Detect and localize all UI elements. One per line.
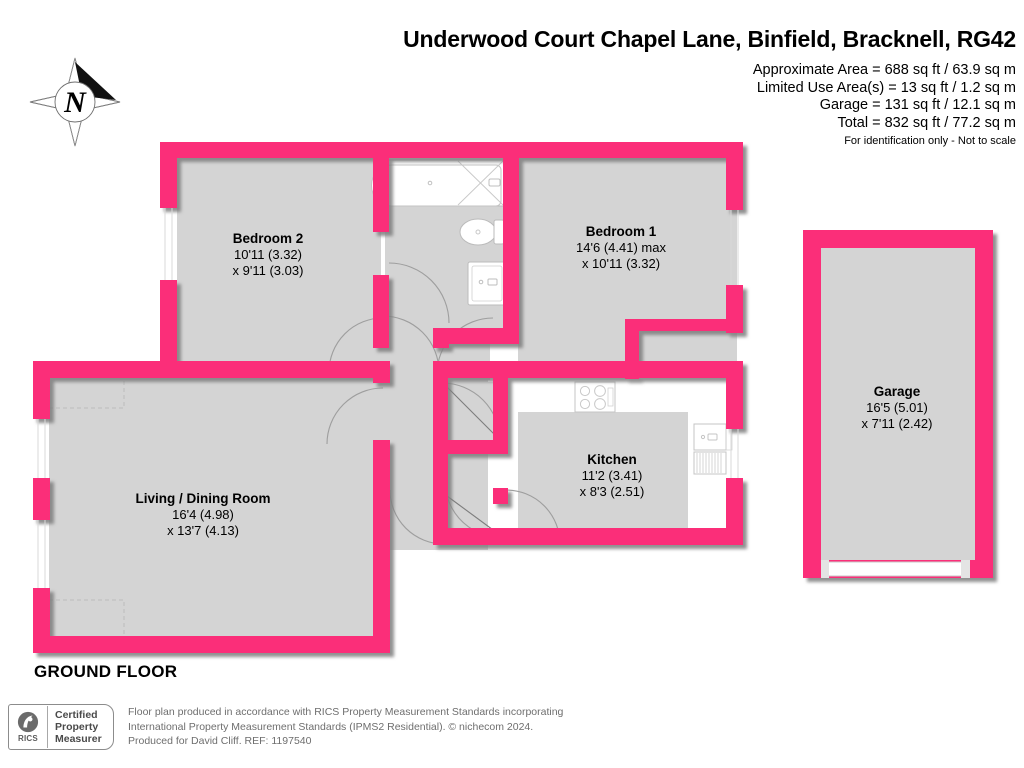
walls — [33, 142, 743, 653]
door-swing-cupboard-upper — [442, 382, 501, 441]
garage-block: Garage 16'5 (5.01) x 7'11 (2.42) — [803, 230, 993, 578]
kitchen-dim-1: 11'2 (3.41) — [582, 468, 643, 483]
wall-top-left — [160, 142, 393, 158]
compass-rose-icon: N — [29, 57, 121, 147]
wall-bottom-living — [33, 636, 390, 653]
living-dim-2: x 13'7 (4.13) — [167, 523, 239, 538]
footer-note-line-1: Floor plan produced in accordance with R… — [128, 706, 564, 718]
wall-left-living-a — [33, 361, 50, 419]
window-glazing — [37, 208, 739, 588]
bedroom2-label: Bedroom 2 — [233, 231, 304, 246]
garage-dim-1: 16'5 (5.01) — [866, 400, 928, 415]
door-swing-bathroom — [388, 262, 450, 324]
wall-cupboard-bottom — [448, 440, 508, 454]
wall-bottom-kitchen — [433, 528, 743, 545]
garage-labels: Garage 16'5 (5.01) x 7'11 (2.42) — [862, 384, 933, 431]
wall-bath-bottom — [433, 328, 519, 344]
room-labels: Bedroom 2 10'11 (3.32) x 9'11 (3.03) Bed… — [136, 224, 667, 538]
door-swing-living — [326, 387, 384, 445]
living-floor — [49, 378, 381, 636]
rics-badge-line-3: Measurer — [55, 733, 102, 745]
bedroom1-dim-1: 14'6 (4.41) max — [576, 240, 666, 255]
wall-bed1-bottom-a — [433, 361, 523, 378]
wall-bed2-right-b — [373, 275, 389, 329]
bathroom-fixtures — [371, 159, 507, 306]
toilet-icon — [459, 218, 505, 246]
garage-door-jamb-right — [961, 560, 970, 578]
main-dwelling: Bedroom 2 10'11 (3.32) x 9'11 (3.03) Bed… — [33, 142, 743, 653]
washbasin-icon — [467, 261, 507, 306]
approximate-area-line: Approximate Area = 688 sq ft / 63.9 sq m — [752, 62, 1016, 78]
wall-left-bed2-b — [160, 280, 177, 372]
wall-hall-right — [433, 378, 448, 453]
wall-living-right — [373, 440, 390, 653]
wall-bed1-left — [503, 158, 519, 308]
wall-cupboard-left-lower — [433, 440, 448, 502]
floor-plan-drawing: Bedroom 2 10'11 (3.32) x 9'11 (3.03) Bed… — [33, 142, 993, 653]
bathtub-icon — [371, 159, 505, 207]
wall-top-right — [505, 142, 743, 158]
wall-bed1-bottom-c — [625, 361, 743, 378]
rics-logo-icon: RICS — [9, 706, 48, 748]
kitchen-fixtures — [574, 381, 733, 475]
wall-right-kitchen-a — [726, 361, 743, 429]
total-area-line: Total = 832 sq ft / 77.2 sq m — [837, 114, 1016, 131]
garage-area-line: Garage = 131 sq ft / 12.1 sq m — [819, 97, 1016, 113]
cooker-hob-icon — [574, 381, 616, 413]
page-title: Underwood Court Chapel Lane, Binfield, B… — [403, 26, 1016, 52]
footer-note-line-3: Produced for David Cliff. REF: 1197540 — [128, 735, 312, 747]
kitchen-label: Kitchen — [587, 452, 637, 467]
living-room-alcove-hints — [49, 380, 125, 636]
rics-emblem-icon — [17, 711, 39, 733]
bedroom1-dim-2: x 10'11 (3.32) — [582, 256, 660, 271]
rics-badge-text: Certified Property Measurer — [48, 709, 102, 745]
scale-disclaimer: For identification only - Not to scale — [844, 135, 1016, 147]
bedroom2-dim-2: x 9'11 (3.03) — [233, 263, 304, 278]
garage-floor — [821, 248, 975, 560]
footer-disclaimer: Floor plan produced in accordance with R… — [128, 705, 563, 749]
wall-cupboard-right — [493, 378, 508, 453]
wall-hall-left — [177, 361, 373, 378]
garage-door — [827, 561, 969, 577]
rics-wordmark: RICS — [18, 734, 38, 743]
footer-note-line-2: International Property Measurement Stand… — [128, 720, 534, 733]
wall-living-top — [33, 361, 177, 378]
wall-left-living-b — [33, 478, 50, 520]
garage-label: Garage — [874, 384, 921, 399]
wall-bed1-alcove-top — [625, 319, 743, 331]
wall-left-bed2-a — [160, 142, 177, 208]
wall-top-bath — [376, 142, 519, 158]
footer: RICS Certified Property Measurer Floor p… — [8, 700, 1016, 760]
garage-door-jamb-left — [821, 560, 829, 578]
wall-right-bed1-a — [726, 142, 743, 210]
wall-nub-hall-living — [373, 328, 389, 348]
living-label: Living / Dining Room — [136, 491, 271, 506]
rics-certified-badge: RICS Certified Property Measurer — [8, 704, 114, 750]
wall-bed1-bottom-b — [523, 361, 633, 378]
rics-badge-line-1: Certified — [55, 709, 98, 721]
kitchen-dim-2: x 8'3 (2.51) — [580, 484, 645, 499]
living-dim-1: 16'4 (4.98) — [172, 507, 234, 522]
garage-dim-2: x 7'11 (2.42) — [862, 416, 933, 431]
floor-caption: GROUND FLOOR — [34, 662, 178, 681]
kitchen-sink-icon — [693, 423, 733, 475]
compass-north-label: N — [63, 86, 87, 119]
area-summary: Approximate Area = 688 sq ft / 63.9 sq m… — [753, 62, 1016, 149]
limited-use-area-line: Limited Use Area(s) = 13 sq ft / 1.2 sq … — [756, 79, 1016, 96]
wall-living-right-upper — [373, 361, 390, 383]
bedroom1-label: Bedroom 1 — [586, 224, 657, 239]
wall-right-bed1-b — [726, 285, 743, 333]
bedroom2-dim-1: 10'11 (3.32) — [234, 247, 302, 262]
wall-nub-hall-right — [433, 328, 449, 348]
wall-cupboard-right-lower — [493, 488, 508, 504]
wall-bed2-right — [373, 142, 389, 232]
rics-badge-line-2: Property — [55, 721, 99, 733]
